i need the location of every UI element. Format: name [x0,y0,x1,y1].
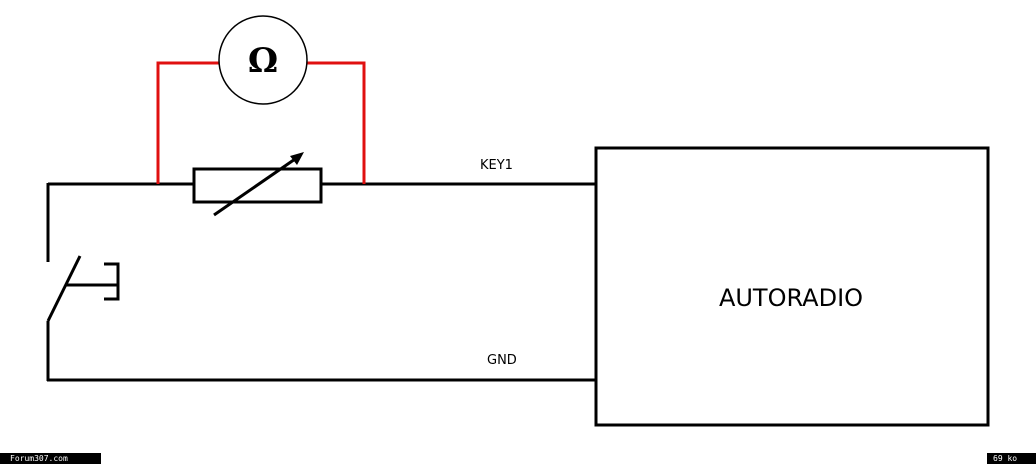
resistor-adjust-arrow [213,155,299,217]
autoradio-box [594,146,990,427]
ohmmeter-circle [218,15,308,105]
switch-contact-blade [46,255,82,322]
resistor-arrow-head [290,152,304,165]
push-button-switch [46,255,120,322]
resistor-body [192,167,323,204]
ohmmeter-probe-right [307,61,366,184]
gnd-label: GND [487,353,517,368]
autoradio-unit: AUTORADIO [594,146,990,427]
variable-resistor [192,152,323,217]
site-watermark: Forum307.com [0,453,101,464]
autoradio-label: AUTORADIO [719,284,863,312]
key1-label: KEY1 [480,158,513,173]
switch-button-bracket [104,262,120,301]
ohmmeter-probe-left [156,61,221,184]
ohm-symbol: Ω [248,41,278,81]
file-size-tag: 69 ko [987,453,1036,464]
ohmmeter: Ω [218,15,308,105]
